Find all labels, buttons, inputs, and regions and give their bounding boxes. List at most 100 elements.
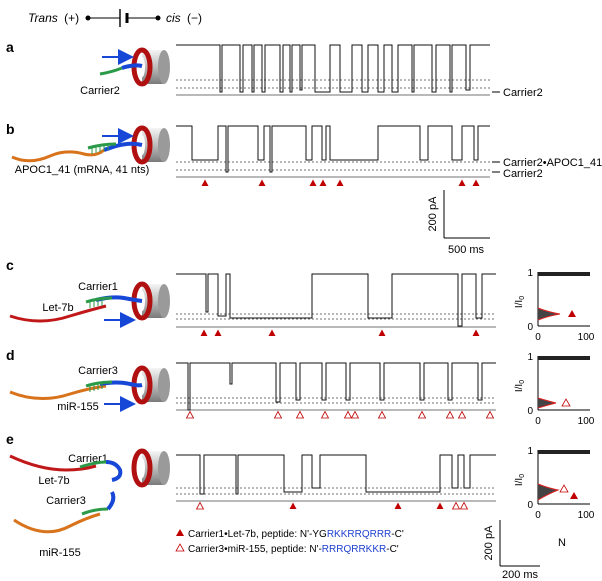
event-marker-open — [343, 410, 353, 419]
trace-e — [176, 454, 496, 510]
legend-entry-open: Carrier3•miR-155, peptide: N'-RRRQRRKKR-… — [175, 543, 399, 555]
histogram-open-peak — [538, 450, 590, 454]
pore-end — [158, 368, 170, 402]
peak-marker-filled — [568, 310, 576, 317]
event-marker-filled — [472, 179, 480, 186]
event-marker-open — [350, 410, 360, 419]
histogram-open-peak — [538, 356, 590, 360]
current-trace — [176, 44, 490, 93]
cis-terminal — [155, 15, 161, 21]
pore-end — [158, 128, 170, 162]
panel-letter-e: e — [6, 431, 14, 447]
y-axis-label: I/I0 — [514, 296, 526, 308]
event-marker-filled — [200, 329, 208, 336]
panel-letter-d: d — [6, 347, 15, 363]
carrier1-green-segment — [79, 460, 107, 469]
target2-label-e: miR-155 — [39, 547, 81, 559]
mir155-strand — [13, 512, 101, 534]
x-tick-label: 100 — [578, 510, 595, 521]
target-label-b: APOC1_41 (mRNA, 41 nts) — [15, 164, 150, 176]
pore-opening — [139, 458, 145, 478]
schematic-e: Carrier1 Let-7b Carrier3 miR-155 — [9, 453, 123, 559]
schematic-b: APOC1_41 (mRNA, 41 nts) — [11, 128, 150, 176]
trace-b: Carrier2•APOC1_41 Carrier2 — [176, 125, 602, 186]
y-axis-label: I/I0 — [514, 380, 526, 392]
event-marker-open — [451, 501, 461, 510]
carrier3-label-e: Carrier3 — [46, 495, 86, 507]
pore-end — [158, 50, 170, 84]
legend-entry-filled: Carrier1•Let-7b, peptide: N'-YGRKKRRQRRR… — [176, 529, 404, 540]
trace-a: Carrier2 — [176, 44, 543, 99]
histogram-e: 1 0 0 100 I/I0 N — [514, 446, 595, 549]
legend-text: Carrier1•Let-7b, peptide: N'-YGRKKRRQRRR… — [188, 529, 404, 540]
y-tick-label: 1 — [527, 446, 533, 457]
schematic-a: Carrier2 — [80, 49, 143, 97]
carrier3-green-segment — [81, 507, 109, 516]
x-tick-label: 0 — [535, 510, 541, 521]
panel-letter-c: c — [6, 257, 14, 273]
event-marker-filled — [268, 329, 276, 336]
carrier2-green-segment — [87, 142, 117, 150]
histogram-peak — [537, 483, 560, 501]
trans-terminal — [85, 15, 91, 21]
filled-triangle-marker — [176, 529, 184, 536]
current-trace — [176, 454, 496, 495]
event-marker-filled — [336, 179, 344, 186]
event-marker-filled — [309, 179, 317, 186]
polarity-header: Trans (+) cis (−) — [28, 9, 202, 27]
nanopore-e — [131, 448, 170, 488]
event-markers — [195, 501, 469, 510]
histogram-open-peak — [538, 272, 590, 276]
panel-letter-a: a — [6, 39, 14, 55]
event-marker-open — [185, 410, 195, 419]
target-label-c: Let-7b — [42, 302, 73, 314]
histogram-peak — [537, 397, 557, 409]
x-tick-label: 0 — [535, 416, 541, 427]
event-marker-filled — [214, 329, 222, 336]
trace-level-label: Carrier2 — [503, 168, 543, 180]
schematic-d: Carrier3 miR-155 — [9, 365, 143, 413]
let7b-strand — [9, 454, 97, 472]
trace-level-label: Carrier2 — [503, 87, 543, 99]
event-markers — [185, 410, 495, 419]
peak-marker-filled — [570, 492, 578, 499]
carrier-label-c: Carrier1 — [78, 281, 118, 293]
svg-text:cis (−): cis (−) — [166, 11, 202, 25]
y-tick-label: 0 — [527, 406, 533, 417]
schematic-c: Carrier1 Let-7b — [9, 281, 143, 328]
x-tick-label: 100 — [578, 416, 595, 427]
event-marker-filled — [289, 502, 297, 509]
event-marker-open — [195, 501, 205, 510]
y-axis-label: I/I0 — [514, 474, 526, 486]
carrier2-blue-segment — [103, 141, 143, 152]
mrna-strand — [11, 148, 105, 163]
x-axis-label: N — [558, 537, 566, 549]
carrier1-blue-segment — [105, 460, 123, 482]
scalebar-time-label: 200 ms — [502, 569, 539, 581]
current-trace — [176, 125, 490, 173]
event-marker-open — [295, 410, 305, 419]
carrier-label-d: Carrier3 — [78, 365, 118, 377]
legend: Carrier1•Let-7b, peptide: N'-YGRKKRRQRRR… — [175, 529, 404, 555]
event-marker-open — [485, 410, 495, 419]
histogram-d: 1 0 0 100 I/I0 — [514, 352, 595, 427]
event-marker-open — [459, 501, 469, 510]
event-markers — [200, 329, 480, 336]
peak-marker-open — [561, 398, 571, 407]
trace-d — [176, 362, 496, 419]
event-marker-open — [273, 410, 283, 419]
carrier2-blue-segment — [121, 63, 143, 70]
event-marker-open — [457, 410, 467, 419]
pore-end — [158, 451, 170, 485]
let7b-strand — [9, 304, 107, 323]
carrier3-blue-segment — [106, 491, 116, 511]
carrier-label-a: Carrier2 — [80, 85, 120, 97]
scalebar-current-label: 200 pA — [483, 525, 495, 561]
event-marker-filled — [258, 179, 266, 186]
event-marker-filled — [472, 329, 480, 336]
y-tick-label: 1 — [527, 352, 533, 363]
scalebar-bottom: 200 pA 200 ms — [483, 520, 540, 581]
event-markers — [201, 179, 480, 186]
event-marker-filled — [201, 179, 209, 186]
